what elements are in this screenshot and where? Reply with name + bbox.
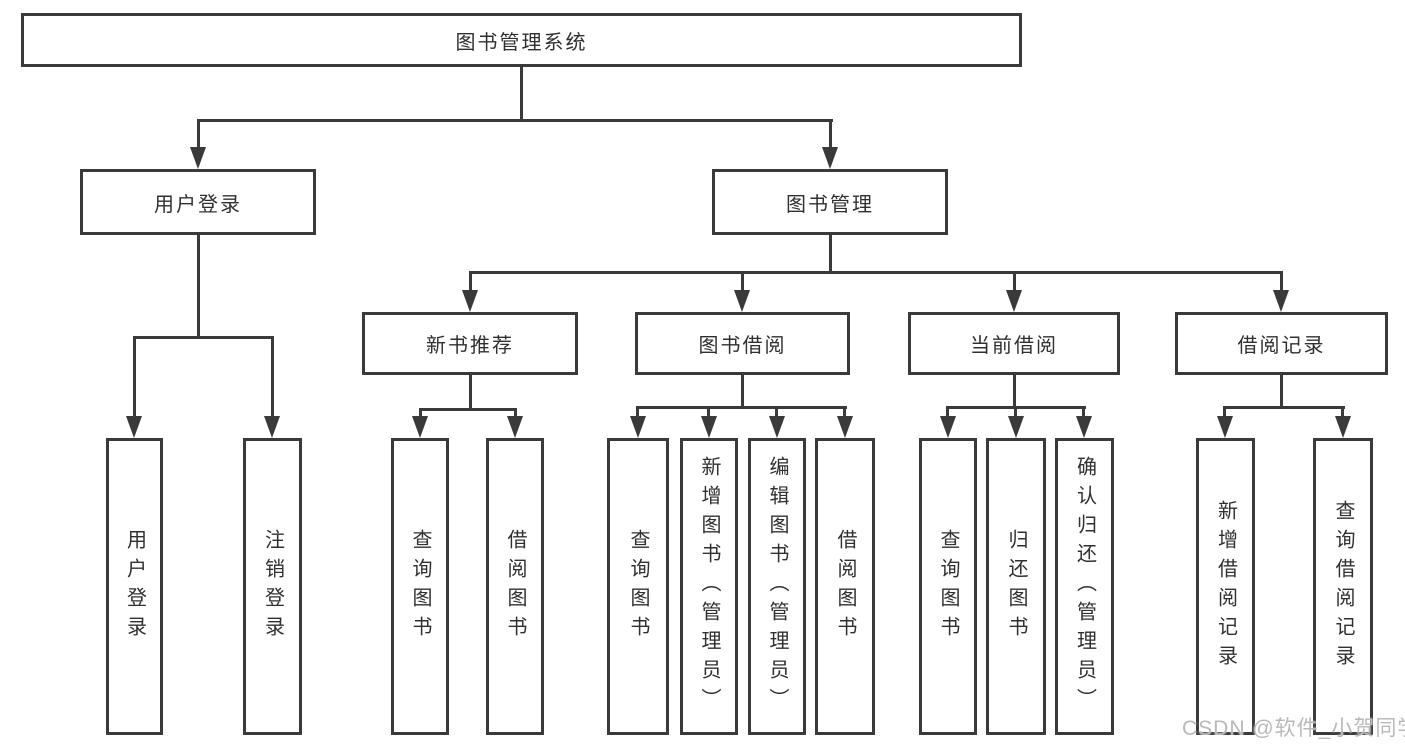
node-book-management: 图书管理 xyxy=(712,169,948,235)
node-leaf-query-books-current: 查询图书 xyxy=(919,438,977,735)
arrowhead-leaf xyxy=(126,416,142,438)
node-label: 当前借阅 xyxy=(970,335,1058,357)
arrowhead-leaf xyxy=(264,416,280,438)
connector-borrow-stem xyxy=(741,271,744,292)
connector-leaf-stem xyxy=(1082,406,1085,418)
arrowhead-borrow xyxy=(734,290,750,312)
node-book-borrowing: 图书借阅 xyxy=(635,312,850,375)
node-current-borrowing: 当前借阅 xyxy=(908,312,1120,375)
arrowhead-leaf xyxy=(507,416,523,438)
node-user-login: 用户登录 xyxy=(80,169,316,235)
node-leaf-query-books-newrec: 查询图书 xyxy=(391,438,449,735)
connector-user-login-down xyxy=(197,235,200,338)
node-label: 新增图书（管理员） xyxy=(698,456,720,717)
watermark: CSDN @软件_小贺同学 xyxy=(1182,717,1405,740)
node-leaf-borrow-books-newrec: 借阅图书 xyxy=(486,438,544,735)
node-label: 借阅图书 xyxy=(504,528,526,645)
arrowhead-user-login xyxy=(190,147,206,169)
connector-level2-rail xyxy=(469,271,1282,274)
connector-leaf-stem xyxy=(514,408,517,418)
node-leaf-add-book-admin: 新增图书（管理员） xyxy=(680,438,738,735)
arrowhead-new-rec xyxy=(462,290,478,312)
connector-leaf-stem xyxy=(707,406,710,418)
connector-current-down xyxy=(1013,375,1016,409)
connector-leaf-stem xyxy=(1223,406,1226,418)
node-label: 查询图书 xyxy=(937,528,959,645)
arrowhead-leaf xyxy=(1076,416,1092,438)
connector-book-mgmt-down xyxy=(829,235,832,274)
node-label: 新书推荐 xyxy=(426,335,514,357)
node-label: 图书管理 xyxy=(786,193,874,216)
node-label: 查询图书 xyxy=(627,528,649,645)
arrowhead-records xyxy=(1273,290,1289,312)
connector-book-mgmt-stem xyxy=(829,119,832,147)
arrowhead-leaf xyxy=(1217,416,1233,438)
node-leaf-query-books-borrow: 查询图书 xyxy=(607,438,669,735)
arrowhead-leaf xyxy=(412,416,428,438)
connector-borrow-rail xyxy=(636,406,847,409)
node-label: 用户登录 xyxy=(154,193,242,216)
node-label: 查询借阅记录 xyxy=(1332,499,1354,674)
node-label: 确认归还（管理员） xyxy=(1073,456,1096,717)
connector-user-login-stem xyxy=(197,119,200,147)
connector-leaf-stem xyxy=(636,406,639,418)
node-label: 借阅图书 xyxy=(834,528,856,645)
arrowhead-leaf xyxy=(701,416,717,438)
node-label: 图书管理系统 xyxy=(455,31,588,54)
connector-leaf-stem xyxy=(419,408,422,418)
connector-level1-rail xyxy=(197,119,833,122)
connector-records-down xyxy=(1280,375,1283,409)
connector-root-stub xyxy=(520,67,523,121)
connector-records-stem xyxy=(1280,271,1283,292)
connector-user-login-rail xyxy=(133,336,274,339)
node-label: 查询图书 xyxy=(409,528,431,645)
node-label: 归还图书 xyxy=(1005,528,1027,645)
arrowhead-leaf xyxy=(940,416,956,438)
connector-new-rec-rail xyxy=(419,408,517,411)
node-new-book-recommendation: 新书推荐 xyxy=(362,312,578,375)
node-label: 图书借阅 xyxy=(698,335,787,357)
node-leaf-return-book: 归还图书 xyxy=(986,438,1046,735)
arrowhead-leaf xyxy=(1008,416,1024,438)
arrowhead-leaf xyxy=(837,416,853,438)
node-root-library-management-system: 图书管理系统 xyxy=(21,13,1022,67)
connector-borrow-down xyxy=(741,375,744,409)
node-leaf-logout: 注销登录 xyxy=(243,438,302,735)
connector-leaf-stem xyxy=(1014,406,1017,418)
node-leaf-borrow-books: 借阅图书 xyxy=(815,438,875,735)
node-label: 编辑图书（管理员） xyxy=(766,456,788,717)
arrowhead-leaf xyxy=(769,416,785,438)
connector-current-stem xyxy=(1013,271,1016,292)
arrowhead-book-mgmt xyxy=(822,147,838,169)
connector-leaf-stem xyxy=(843,406,846,418)
arrowhead-leaf xyxy=(1335,416,1351,438)
node-leaf-edit-book-admin: 编辑图书（管理员） xyxy=(748,438,806,735)
node-leaf-user-login: 用户登录 xyxy=(106,438,163,735)
node-label: 用户登录 xyxy=(123,528,146,645)
connector-leaf-stem xyxy=(133,336,136,418)
node-leaf-confirm-return-admin: 确认归还（管理员） xyxy=(1055,438,1114,735)
connector-new-rec-stem xyxy=(469,271,472,292)
connector-records-rail xyxy=(1223,406,1345,409)
connector-leaf-stem xyxy=(775,406,778,418)
arrowhead-leaf xyxy=(630,416,646,438)
connector-new-rec-down xyxy=(469,375,472,411)
node-leaf-add-borrow-record: 新增借阅记录 xyxy=(1196,438,1255,735)
connector-leaf-stem xyxy=(946,406,949,418)
node-leaf-query-borrow-record: 查询借阅记录 xyxy=(1313,438,1373,735)
connector-leaf-stem xyxy=(271,336,274,418)
arrowhead-current xyxy=(1006,290,1022,312)
node-label: 借阅记录 xyxy=(1237,335,1326,357)
connector-leaf-stem xyxy=(1341,406,1344,418)
node-label: 注销登录 xyxy=(261,528,284,645)
node-borrowing-records: 借阅记录 xyxy=(1175,312,1388,375)
node-label: 新增借阅记录 xyxy=(1214,499,1237,674)
